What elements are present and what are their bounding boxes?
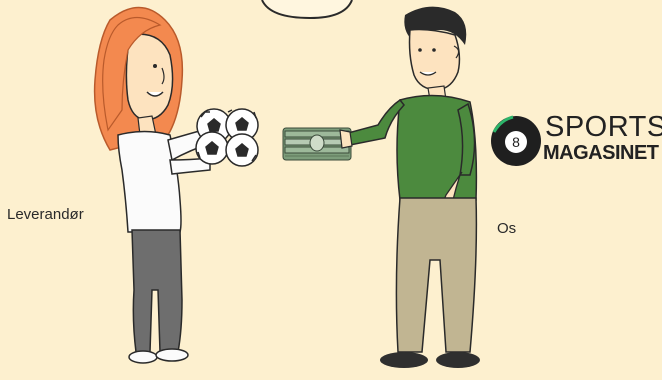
us-label: Os [497,220,516,237]
supplier-figure [95,8,214,364]
bubble-fragment [262,0,352,18]
eight-ball-icon: 8 [489,114,543,168]
logo-word-sports: SPORTS [545,112,662,142]
us-figure [340,7,480,368]
logo-word-magasinet: MAGASINET [543,142,659,164]
footballs [196,109,258,166]
sportsmagasinet-logo[interactable]: 8 SPORTS MAGASINET [489,112,661,178]
supplier-label: Leverandør [7,206,84,223]
ball-number: 8 [512,134,520,150]
